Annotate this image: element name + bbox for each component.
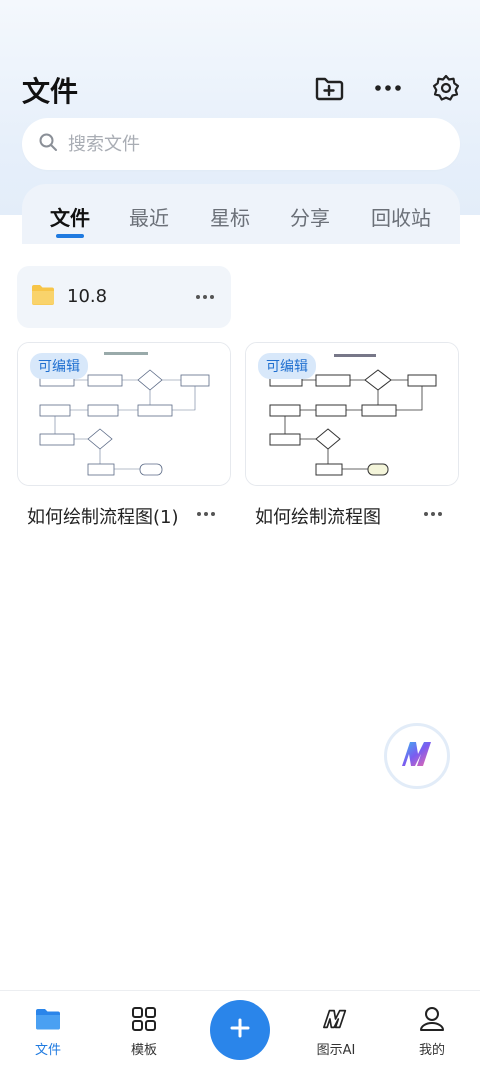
- tab-shared[interactable]: 分享: [290, 206, 330, 230]
- tab-bar: 文件 最近 星标 分享 回收站: [0, 196, 480, 244]
- nav-ai[interactable]: 图示AI: [296, 991, 376, 1066]
- settings-icon[interactable]: [430, 72, 462, 104]
- create-button[interactable]: [210, 1000, 270, 1060]
- more-icon[interactable]: [372, 72, 404, 104]
- ai-icon: [322, 1005, 350, 1033]
- new-folder-icon[interactable]: [313, 72, 345, 104]
- tab-recent[interactable]: 最近: [129, 206, 169, 230]
- page-title: 文件: [22, 75, 79, 108]
- search-input[interactable]: [68, 133, 428, 155]
- nav-label: 文件: [34, 1043, 61, 1058]
- nav-templates[interactable]: 模板: [104, 991, 184, 1066]
- nav-label: 我的: [418, 1043, 445, 1058]
- flowchart-thumbnail: [18, 343, 230, 485]
- tab-trash[interactable]: 回收站: [371, 206, 431, 230]
- files-icon: [34, 1005, 62, 1033]
- ai-assistant-button[interactable]: [384, 723, 450, 789]
- file-card[interactable]: 可编辑: [17, 342, 231, 486]
- folder-more-icon[interactable]: [191, 289, 219, 305]
- nav-label: 图示AI: [316, 1043, 356, 1058]
- active-tab-indicator: [56, 234, 84, 238]
- folder-name: 10.8: [67, 286, 108, 307]
- tab-files[interactable]: 文件: [50, 206, 90, 230]
- nav-files[interactable]: 文件: [8, 991, 88, 1066]
- templates-icon: [130, 1005, 158, 1033]
- header-background: [0, 0, 480, 215]
- header: 文件: [0, 64, 480, 112]
- file-more-icon[interactable]: [192, 506, 220, 522]
- nav-label: 模板: [130, 1043, 157, 1058]
- file-more-icon[interactable]: [419, 506, 447, 522]
- nav-profile[interactable]: 我的: [392, 991, 472, 1066]
- file-card[interactable]: 可编辑: [245, 342, 459, 486]
- editable-badge: 可编辑: [30, 353, 88, 379]
- folder-icon: [31, 284, 55, 310]
- search-icon: [38, 132, 58, 156]
- editable-badge: 可编辑: [258, 353, 316, 379]
- tab-starred[interactable]: 星标: [210, 206, 250, 230]
- file-name: 如何绘制流程图: [255, 507, 381, 528]
- search-bar[interactable]: [22, 118, 460, 170]
- profile-icon: [418, 1005, 446, 1033]
- folder-card[interactable]: 10.8: [17, 266, 231, 328]
- file-name: 如何绘制流程图(1): [27, 507, 179, 528]
- ai-logo-icon: [400, 740, 434, 772]
- plus-icon: [229, 1015, 251, 1045]
